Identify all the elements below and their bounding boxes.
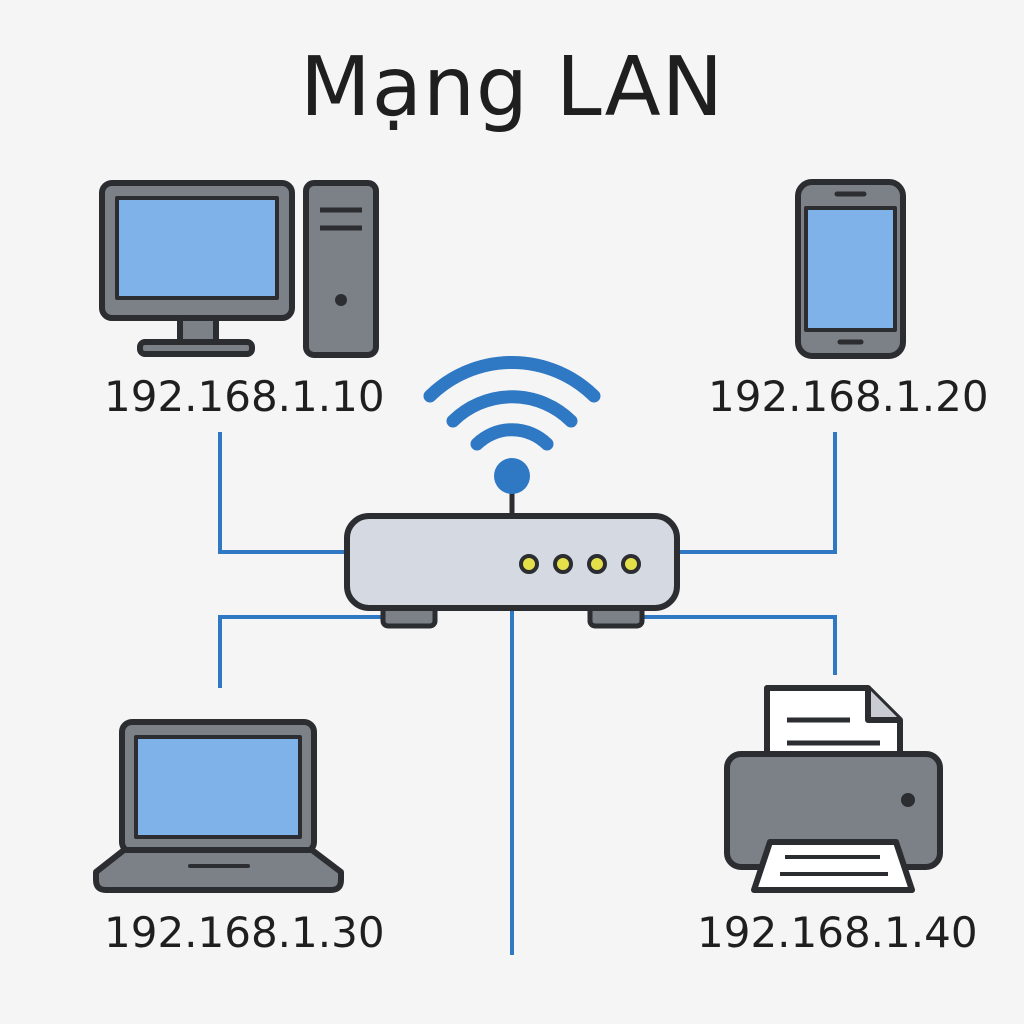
router-leds (519, 554, 641, 574)
ip-label-desktop: 192.168.1.10 (104, 372, 385, 421)
ip-label-laptop: 192.168.1.30 (104, 908, 385, 957)
wifi-router-icon (344, 513, 680, 629)
desktop-computer-icon (99, 180, 379, 358)
router-led-2 (553, 554, 573, 574)
link-desktop-router (218, 432, 350, 554)
smartphone-icon (795, 179, 906, 359)
network-links (218, 432, 837, 955)
router-led-4 (621, 554, 641, 574)
diagram-title: Mạng LAN (299, 40, 725, 135)
router-led-1 (519, 554, 539, 574)
laptop-icon (93, 719, 344, 893)
link-laptop-router (218, 615, 385, 688)
link-phone-router (675, 432, 837, 554)
router-led-3 (587, 554, 607, 574)
link-printer-router (640, 615, 837, 675)
printer-icon (724, 685, 943, 893)
ip-label-smartphone: 192.168.1.20 (708, 372, 989, 421)
ip-label-printer: 192.168.1.40 (697, 908, 978, 957)
wifi-icon (423, 356, 601, 519)
